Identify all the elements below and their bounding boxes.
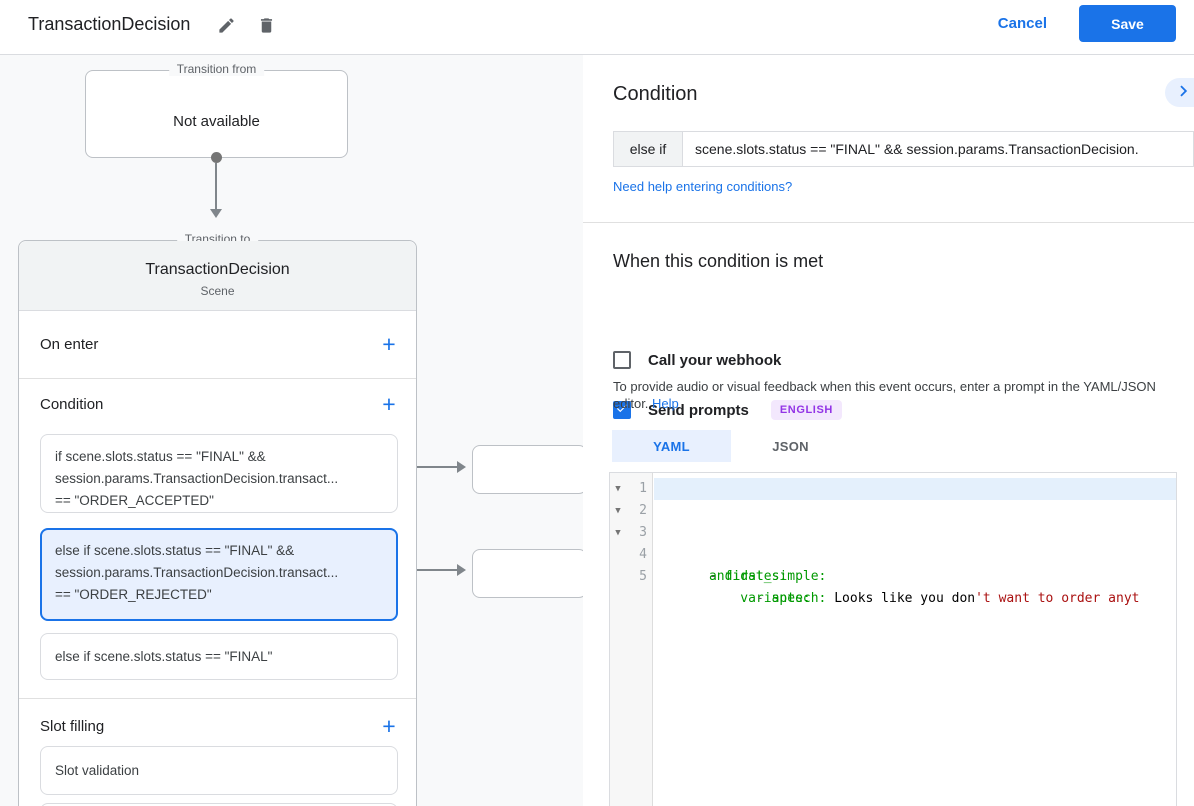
connector-line: [402, 466, 457, 468]
editor-gutter: [610, 473, 653, 806]
trash-icon: [257, 16, 276, 38]
scene-type-label: Scene: [200, 284, 235, 298]
tab-yaml[interactable]: YAML: [612, 430, 731, 462]
condition-item[interactable]: else if scene.slots.status == "FINAL": [40, 633, 398, 680]
divider: [583, 222, 1194, 223]
fold-arrow-icon[interactable]: ▼: [615, 484, 621, 494]
send-prompts-row: Send prompts ENGLISH: [613, 400, 842, 420]
condition-expression-input[interactable]: [683, 131, 1194, 167]
add-on-enter-button[interactable]: +: [376, 331, 402, 357]
scene-name: TransactionDecision: [145, 261, 290, 278]
code-line: 4 - speech: Looks like you don't want to…: [639, 547, 1140, 606]
add-slot-button[interactable]: +: [376, 713, 402, 739]
slot-filling-label: Slot filling: [40, 718, 105, 735]
add-condition-button[interactable]: +: [376, 391, 402, 417]
editor-note: To provide audio or visual feedback when…: [613, 379, 1156, 411]
save-button[interactable]: Save: [1079, 5, 1176, 42]
webhook-label: Call your webhook: [648, 351, 782, 369]
connector-line: [402, 569, 457, 571]
else-if-prefix: else if: [613, 131, 683, 167]
condition-section-label: Condition: [40, 396, 104, 413]
collapse-panel-button[interactable]: [1165, 78, 1194, 107]
condition-expression-row: else if: [613, 131, 1194, 167]
fold-arrow-icon[interactable]: ▼: [615, 528, 621, 538]
condition-editor-panel: Condition else if Need help entering con…: [583, 55, 1194, 806]
panel-title: Condition: [613, 83, 698, 105]
target-scene-node[interactable]: [472, 445, 583, 494]
connector-dot: [211, 152, 222, 163]
code-line: ▼ 2 - first_simple:: [610, 500, 1176, 584]
webhook-checkbox[interactable]: [613, 351, 631, 369]
delete-scene-button[interactable]: [251, 12, 281, 42]
arrow-down-icon: [210, 209, 222, 218]
divider: [19, 698, 416, 699]
arrow-right-icon: [457, 461, 466, 473]
webhook-row: Call your webhook: [613, 351, 781, 369]
help-link[interactable]: Help: [652, 396, 679, 411]
target-scene-node[interactable]: [472, 549, 583, 598]
editor-tabs: YAML JSON: [612, 430, 850, 462]
edit-scene-button[interactable]: [211, 12, 241, 42]
code-editor[interactable]: ▼ 1 andidates: ▼ 2 - first_simple: ▼ 3 v…: [609, 472, 1177, 806]
scene-card-header: TransactionDecision Scene: [19, 241, 416, 311]
scene-flow-canvas: Transition from Not available Transition…: [0, 55, 583, 806]
arrow-right-icon: [457, 564, 466, 576]
code-line: ▼ 3 variants:: [610, 522, 1176, 606]
tab-json[interactable]: JSON: [731, 430, 850, 462]
conditions-help-link[interactable]: Need help entering conditions?: [613, 179, 793, 194]
language-badge: ENGLISH: [770, 400, 842, 420]
active-line-highlight: [654, 478, 1176, 500]
code-line: 5: [639, 569, 647, 584]
condition-item[interactable]: if scene.slots.status == "FINAL" && sess…: [40, 434, 398, 513]
transition-from-legend: Transition from: [168, 62, 265, 76]
fold-arrow-icon[interactable]: ▼: [615, 506, 621, 516]
transition-from-value: Not available: [173, 113, 260, 130]
connector-line: [215, 163, 217, 209]
scene-card: Transition to TransactionDecision Scene …: [18, 232, 417, 806]
code-line: ▼ 1 andidates:: [610, 478, 1176, 584]
chevron-right-icon: [1173, 80, 1194, 105]
page-title: TransactionDecision: [28, 14, 191, 34]
on-enter-label: On enter: [40, 336, 99, 353]
condition-item-selected[interactable]: else if scene.slots.status == "FINAL" &&…: [40, 528, 398, 621]
top-bar: TransactionDecision Cancel Save: [0, 0, 1194, 55]
divider: [19, 378, 416, 379]
condition-met-heading: When this condition is met: [613, 251, 824, 271]
send-prompts-checkbox[interactable]: [613, 401, 631, 419]
pencil-icon: [217, 16, 236, 38]
transition-from-node: Transition from Not available: [85, 62, 348, 158]
send-prompts-label: Send prompts: [648, 401, 749, 419]
checkmark-icon: [615, 401, 629, 420]
cancel-button[interactable]: Cancel: [998, 9, 1047, 37]
slot-validation-item[interactable]: Slot validation: [40, 746, 398, 795]
